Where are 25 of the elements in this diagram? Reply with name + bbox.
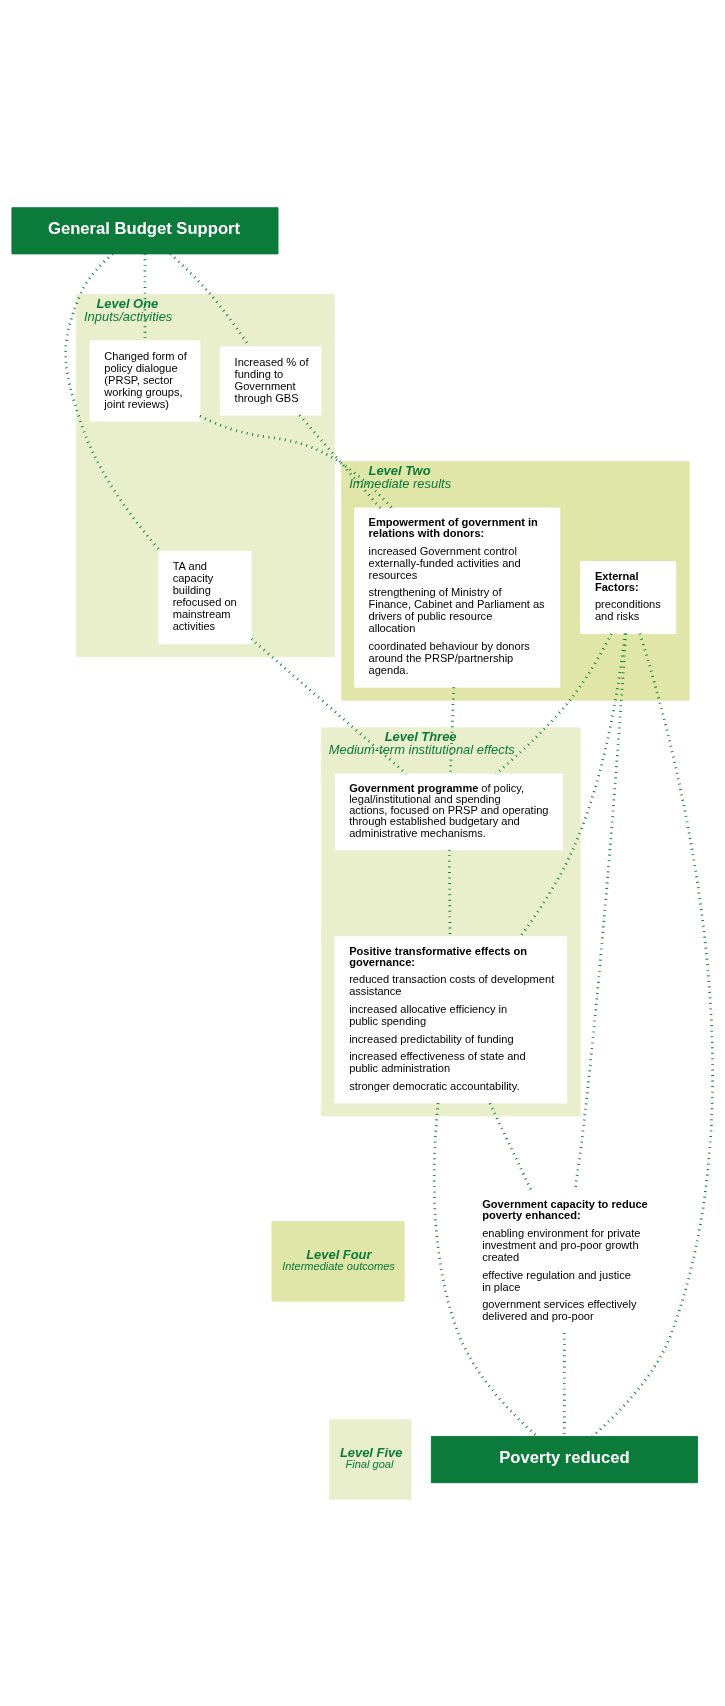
connector	[591, 632, 714, 1437]
connector	[447, 849, 452, 936]
node-box: Positive transformative effects on governance: reduced transaction costs of development assistance increased allocative efficiency in public spending increased predictability of funding increased effectiveness of state and public administration stronger democratic accountability.	[334, 935, 568, 1103]
node-box: General Budget Support	[11, 206, 279, 254]
connector	[143, 253, 147, 341]
node-box: Changed form of policy dialogue (PRSP, sector working groups, joint reviews)	[89, 339, 201, 422]
connector	[494, 632, 613, 775]
connector	[250, 637, 408, 775]
node-box: External Factors: preconditions and risks	[580, 560, 677, 634]
node-box: Level Five Final goal	[329, 1418, 412, 1500]
node-box: Poverty reduced	[430, 1435, 698, 1483]
connector	[449, 686, 456, 774]
connector	[432, 1102, 538, 1437]
connector	[563, 1332, 566, 1436]
connector	[64, 252, 162, 552]
node-text: Government capacity to reduce poverty enhanced: enabling environment for private investment and pro-poor growth created effective regulation and justice in place government services effectively delivered and pro-poor	[482, 1197, 648, 1322]
node-box: TA and capacity building refocused on mainstream activities	[158, 550, 252, 644]
node-box: Empowerment of government in relations with donors: increased Government control externally-funded activities and resources strengthening of Ministry of Finance, Cabinet and Parliament as drivers of public resource allocation coordinated behaviour by donors around the PRSP/partnership agenda.	[354, 507, 561, 688]
node-box: Increased % of funding to Government through GBS	[219, 345, 322, 416]
connector	[199, 414, 393, 509]
node-box: Level Four Intermediate outcomes	[271, 1220, 405, 1302]
connector	[488, 1102, 532, 1190]
connector	[573, 633, 628, 1190]
node-box: Government programme of policy, legal/institutional and spending actions, focused on PRSP and operating through established budgetary and administrative mechanisms.	[334, 773, 564, 850]
connector	[298, 413, 382, 509]
